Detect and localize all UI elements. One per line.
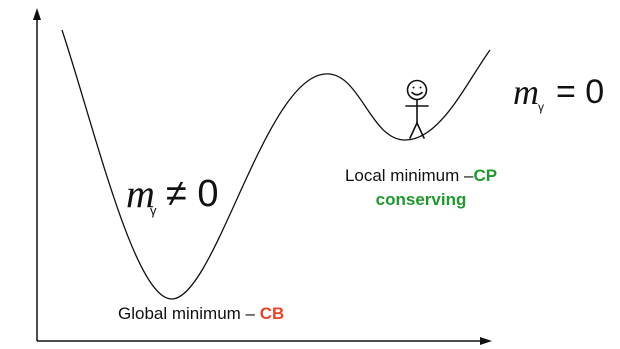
global-minimum-prefix: Global minimum –: [118, 304, 260, 323]
global-minimum-label: Global minimum – CB: [118, 304, 284, 323]
y-axis-arrowhead: [33, 8, 41, 20]
local-minimum-prefix: Local minimum –: [345, 166, 474, 185]
x-axis-arrowhead: [480, 337, 492, 345]
cb-highlight: CB: [260, 304, 285, 323]
axes: [33, 8, 492, 345]
mass-zero-subscript: γ: [538, 100, 544, 114]
mass-nonzero-subscript: γ: [150, 203, 157, 218]
stick-figure-icon: [405, 79, 429, 139]
local-minimum-label-line2: conserving: [376, 190, 467, 209]
mass-zero-relation: = 0: [556, 73, 604, 111]
local-minimum-label-line1: Local minimum –CP: [345, 166, 497, 185]
mass-nonzero-symbol: m: [126, 171, 155, 216]
mass-zero-label: m γ = 0: [513, 72, 604, 114]
cp-highlight: CP: [473, 166, 497, 185]
potential-curve: [61, 29, 491, 300]
mass-nonzero-label: m γ ≠ 0: [126, 171, 219, 218]
mass-zero-symbol: m: [513, 72, 539, 112]
mass-nonzero-relation: ≠ 0: [166, 173, 219, 215]
